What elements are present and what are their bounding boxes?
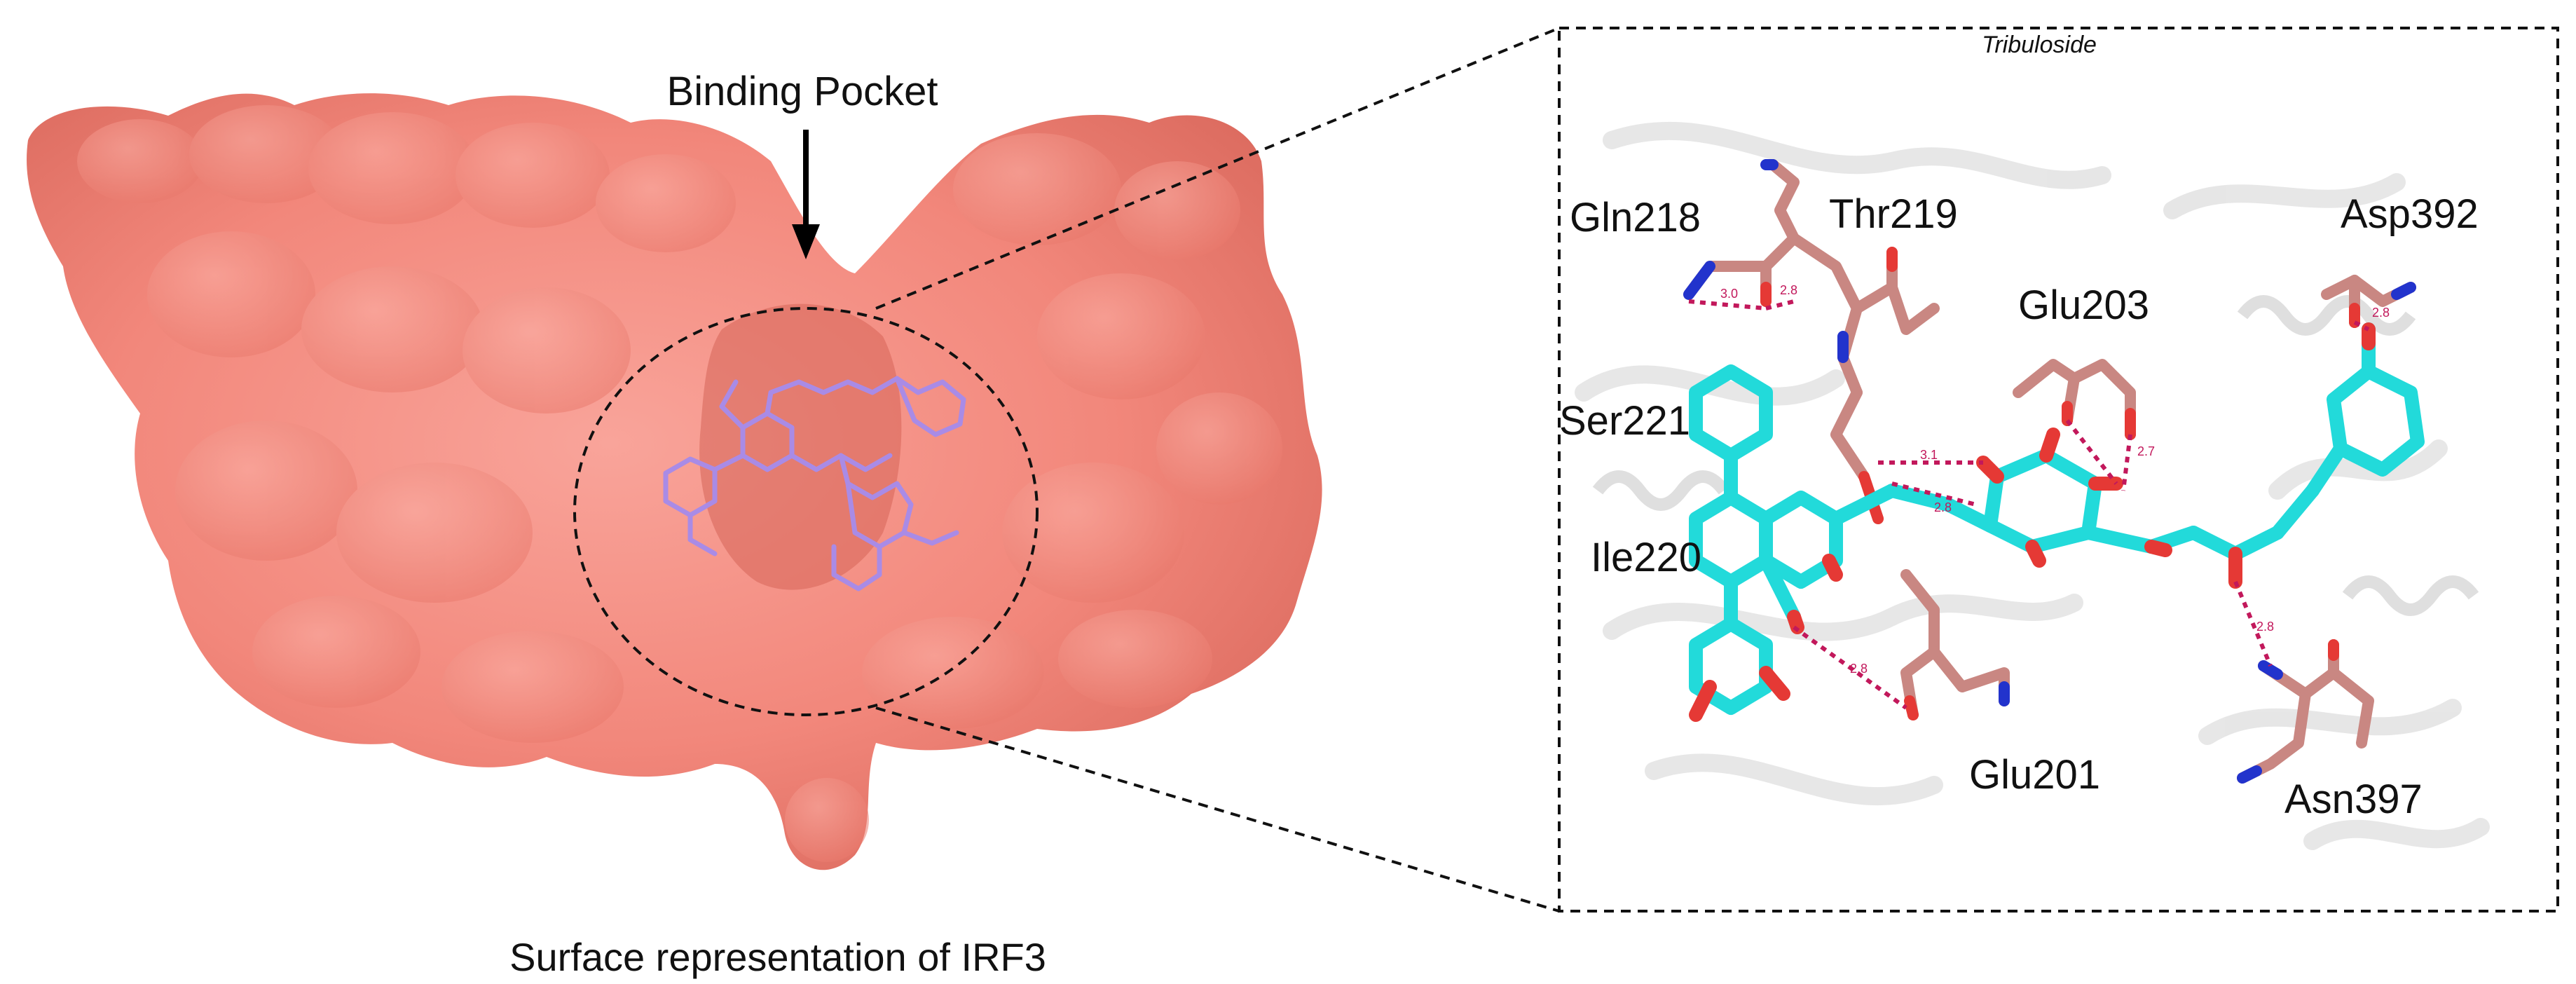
ligand-name-label: Tribuloside	[1982, 32, 2097, 58]
zoom-connectors	[875, 27, 1560, 913]
binding-pocket-label: Binding Pocket	[667, 69, 938, 114]
surface-texture	[77, 105, 1282, 862]
residue-label-asn397: Asn397	[2284, 777, 2423, 822]
residue-label-gln218: Gln218	[1570, 195, 1701, 240]
distance-label: 3.1	[1920, 448, 1938, 462]
distance-label: 2.8	[2372, 306, 2390, 320]
residue-label-glu203: Glu203	[2018, 282, 2149, 328]
hydrogen-bonds	[1688, 299, 2370, 710]
residue-label-ile220: Ile220	[1591, 535, 1701, 580]
pocket-cleft	[699, 303, 902, 590]
ligand-oxygens	[1689, 322, 2376, 722]
distance-label: 3.0	[1720, 287, 1738, 301]
residue-label-thr219: Thr219	[1829, 191, 1958, 237]
ligand-on-surface	[663, 376, 966, 592]
residue-sticks	[1683, 159, 2416, 784]
interaction-panel: 3.0 2.8 3.1 2.8 2.7 2.8 2.8 2.8 Gln218 T…	[1558, 27, 2559, 913]
ligand-sticks	[1689, 322, 2425, 715]
residue-labels: Gln218 Thr219 Glu203 Asp392 Ser221 Ile22…	[1559, 191, 2479, 822]
surface-panel: Binding Pocket Surface representation of…	[27, 69, 1322, 979]
distance-label: 2.8	[1780, 283, 1797, 297]
distance-label: 2.7	[2137, 444, 2155, 458]
pocket-circle	[573, 307, 1039, 716]
protein-cartoon	[1575, 121, 2490, 850]
residue-label-asp392: Asp392	[2341, 191, 2479, 237]
residue-label-ser221: Ser221	[1559, 398, 1690, 444]
zoom-frame	[1558, 27, 2559, 913]
protein-cartoon-helices	[1592, 295, 2479, 616]
distance-label: 2.8	[2256, 620, 2274, 634]
pocket-arrow-head	[792, 224, 820, 259]
residue-label-glu201: Glu201	[1969, 752, 2100, 798]
distance-label: 2.8	[1850, 662, 1868, 676]
distance-labels: 3.0 2.8 3.1 2.8 2.7 2.8 2.8 2.8	[1720, 283, 2390, 676]
surface-caption: Surface representation of IRF3	[509, 935, 1046, 979]
distance-label: 2.8	[1934, 500, 1952, 514]
